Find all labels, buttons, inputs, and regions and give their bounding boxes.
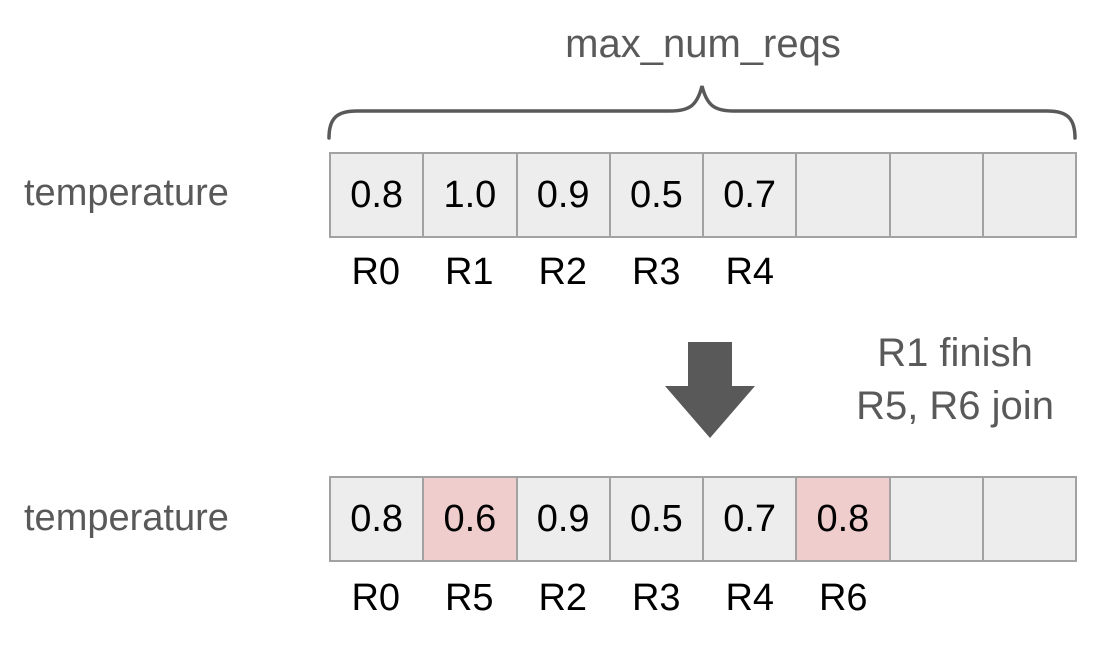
request-label bbox=[797, 250, 891, 294]
transition-note: R1 finish R5, R6 join bbox=[820, 327, 1090, 433]
request-labels-after: R0 R5 R2 R3 R4 R6 bbox=[329, 576, 1077, 620]
array-cell: 0.9 bbox=[517, 478, 611, 560]
array-cell-highlighted: 0.6 bbox=[424, 478, 518, 560]
array-cell: 0.9 bbox=[517, 154, 611, 236]
temperature-label-after: temperature bbox=[24, 497, 229, 539]
request-label: R4 bbox=[725, 577, 775, 619]
array-cell: 0.5 bbox=[610, 154, 704, 236]
request-label: R3 bbox=[631, 251, 681, 293]
down-arrow-icon bbox=[665, 342, 755, 438]
request-label: R3 bbox=[631, 577, 681, 619]
max-num-reqs-brace bbox=[327, 85, 1077, 140]
request-label: R2 bbox=[538, 577, 588, 619]
array-cell bbox=[890, 154, 984, 236]
request-label bbox=[984, 250, 1078, 294]
array-cell: 1.0 bbox=[424, 154, 518, 236]
request-label bbox=[890, 250, 984, 294]
array-cell bbox=[983, 478, 1075, 560]
request-label bbox=[984, 576, 1078, 620]
array-cell: 0.7 bbox=[704, 154, 798, 236]
transition-note-line1: R1 finish bbox=[877, 331, 1033, 375]
request-label: R2 bbox=[538, 251, 588, 293]
array-cell: 0.7 bbox=[704, 478, 798, 560]
request-label: R6 bbox=[818, 577, 868, 619]
array-cell-highlighted: 0.8 bbox=[797, 478, 891, 560]
array-cell bbox=[983, 154, 1075, 236]
request-labels-before: R0 R1 R2 R3 R4 bbox=[329, 250, 1077, 294]
request-label: R0 bbox=[351, 251, 401, 293]
request-label: R0 bbox=[351, 577, 401, 619]
request-label: R5 bbox=[444, 577, 494, 619]
array-cell bbox=[797, 154, 891, 236]
array-cell: 0.8 bbox=[331, 154, 425, 236]
request-label: R4 bbox=[725, 251, 775, 293]
request-label: R1 bbox=[444, 251, 494, 293]
temperature-label-before: temperature bbox=[24, 172, 229, 214]
array-cell: 0.8 bbox=[331, 478, 425, 560]
array-cell bbox=[890, 478, 984, 560]
max-num-reqs-title: max_num_reqs bbox=[565, 22, 841, 66]
request-label bbox=[890, 576, 984, 620]
transition-note-line2: R5, R6 join bbox=[856, 384, 1054, 428]
array-cell: 0.5 bbox=[610, 478, 704, 560]
